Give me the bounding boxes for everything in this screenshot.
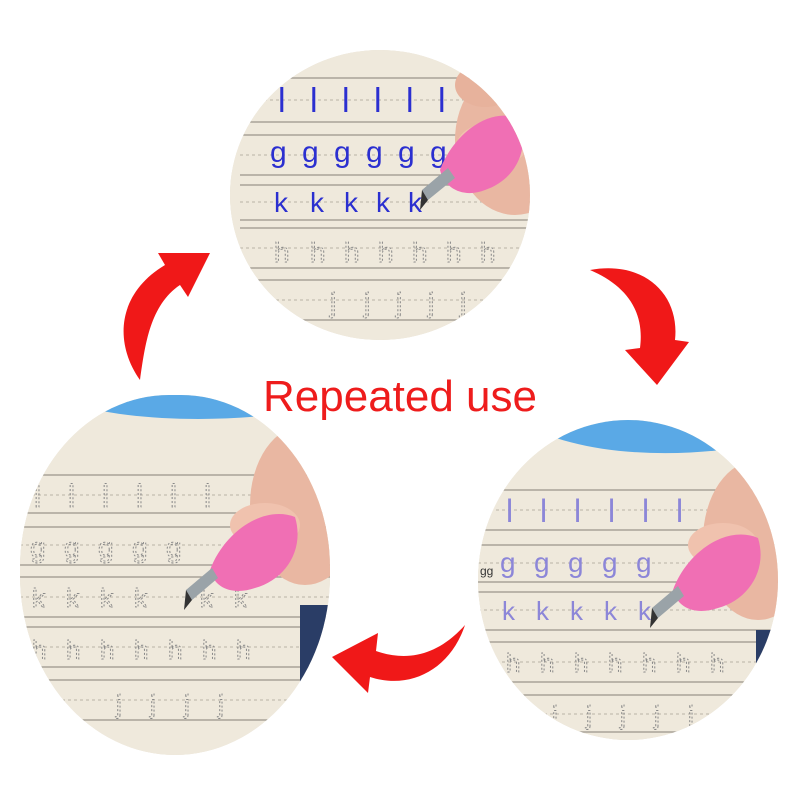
svg-text:g: g: [398, 136, 415, 169]
svg-text:l: l: [574, 493, 581, 529]
svg-text:l: l: [136, 478, 143, 514]
svg-text:h: h: [506, 648, 520, 678]
svg-text:l: l: [506, 493, 513, 529]
svg-text:h: h: [642, 648, 656, 678]
svg-text:h: h: [202, 635, 216, 665]
svg-text:l: l: [170, 478, 177, 514]
svg-text:j: j: [363, 287, 370, 318]
svg-text:g: g: [132, 532, 148, 563]
svg-text:j: j: [329, 287, 336, 318]
svg-text:k: k: [274, 187, 289, 218]
svg-text:g: g: [302, 136, 319, 169]
svg-text:h: h: [710, 648, 724, 678]
side-label: gg: [480, 564, 493, 578]
svg-text:h: h: [540, 648, 554, 678]
svg-text:j: j: [427, 287, 434, 318]
svg-text:g: g: [270, 136, 287, 169]
arrow-down-right-icon: [590, 268, 689, 385]
svg-text:g: g: [568, 547, 584, 578]
svg-text:g: g: [366, 136, 383, 169]
svg-text:j: j: [687, 700, 694, 730]
svg-text:j: j: [585, 700, 592, 730]
svg-text:h: h: [168, 635, 182, 665]
svg-text:k: k: [32, 583, 46, 613]
svg-text:k: k: [310, 187, 325, 218]
svg-text:j: j: [115, 689, 122, 719]
svg-text:l: l: [374, 82, 382, 120]
svg-text:j: j: [217, 689, 224, 719]
svg-text:j: j: [551, 700, 558, 730]
svg-text:h: h: [480, 237, 496, 268]
svg-text:l: l: [34, 478, 41, 514]
svg-text:l: l: [68, 478, 75, 514]
svg-text:k: k: [100, 583, 114, 613]
caption-repeated-use: Repeated use: [263, 372, 537, 421]
svg-text:l: l: [278, 82, 286, 120]
svg-text:j: j: [517, 700, 524, 730]
svg-text:h: h: [32, 635, 46, 665]
svg-text:h: h: [676, 648, 690, 678]
svg-text:k: k: [638, 596, 652, 626]
svg-text:l: l: [310, 82, 318, 120]
svg-text:h: h: [236, 635, 250, 665]
svg-text:k: k: [344, 187, 359, 218]
svg-text:g: g: [534, 547, 550, 578]
svg-text:l: l: [102, 478, 109, 514]
svg-text:k: k: [134, 583, 148, 613]
svg-text:k: k: [66, 583, 80, 613]
svg-text:h: h: [446, 237, 462, 268]
svg-text:k: k: [408, 187, 423, 218]
arrow-left-icon: [332, 625, 465, 693]
svg-text:h: h: [274, 237, 290, 268]
svg-text:l: l: [608, 493, 615, 529]
svg-text:g: g: [334, 136, 351, 169]
svg-text:j: j: [149, 689, 156, 719]
svg-text:h: h: [310, 237, 326, 268]
svg-text:l: l: [406, 82, 414, 120]
svg-text:h: h: [66, 635, 80, 665]
svg-text:j: j: [619, 700, 626, 730]
svg-text:h: h: [412, 237, 428, 268]
svg-text:l: l: [204, 478, 211, 514]
svg-text:k: k: [502, 596, 516, 626]
svg-text:l: l: [540, 493, 547, 529]
svg-text:h: h: [378, 237, 394, 268]
svg-text:g: g: [64, 532, 80, 563]
svg-text:h: h: [100, 635, 114, 665]
arrow-up-right-icon: [123, 253, 210, 380]
svg-text:j: j: [459, 287, 466, 318]
svg-text:j: j: [653, 700, 660, 730]
svg-text:h: h: [574, 648, 588, 678]
svg-text:h: h: [608, 648, 622, 678]
svg-text:g: g: [30, 532, 46, 563]
svg-text:g: g: [500, 547, 516, 578]
svg-text:h: h: [344, 237, 360, 268]
svg-text:k: k: [570, 596, 584, 626]
svg-text:g: g: [636, 547, 652, 578]
svg-text:l: l: [342, 82, 350, 120]
svg-text:g: g: [602, 547, 618, 578]
svg-text:g: g: [98, 532, 114, 563]
svg-text:k: k: [376, 187, 391, 218]
svg-text:l: l: [642, 493, 649, 529]
svg-text:k: k: [604, 596, 618, 626]
svg-text:k: k: [536, 596, 550, 626]
svg-text:h: h: [134, 635, 148, 665]
svg-text:g: g: [430, 136, 447, 169]
svg-text:j: j: [183, 689, 190, 719]
svg-text:j: j: [395, 287, 402, 318]
svg-text:l: l: [676, 493, 683, 529]
svg-text:l: l: [438, 82, 446, 120]
svg-text:g: g: [166, 532, 182, 563]
